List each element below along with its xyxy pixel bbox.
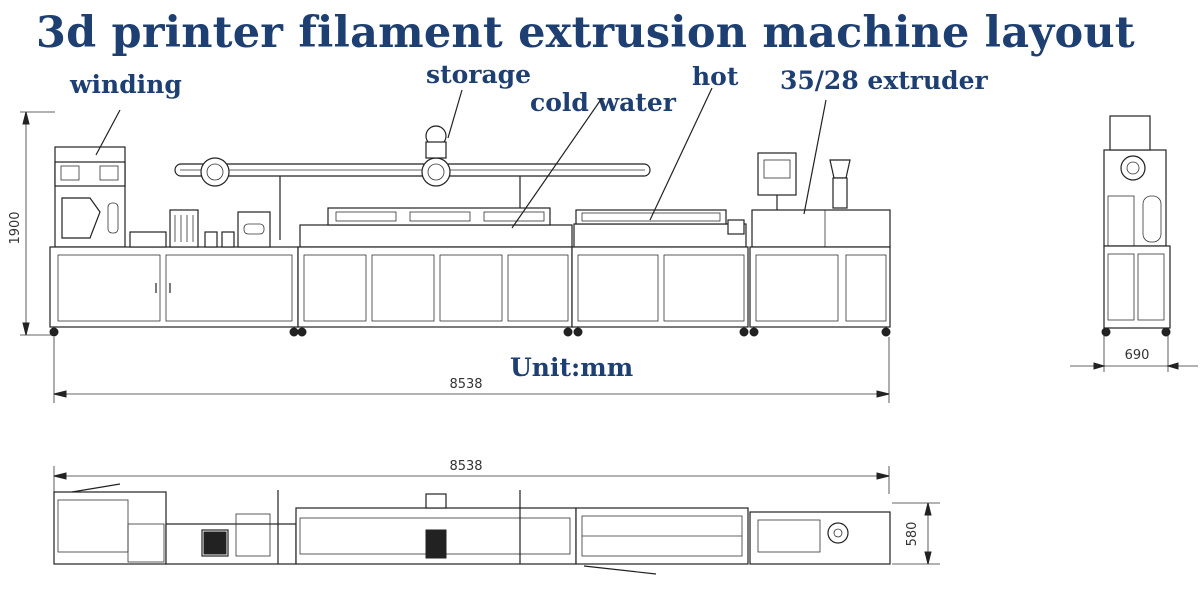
dim-width-side: 690 (1125, 348, 1150, 363)
height-dimension: 1900 (8, 111, 55, 336)
cabinet-section-1 (49, 246, 299, 337)
label-unit: Unit:mm (510, 353, 634, 382)
dim-length-top: 8538 (449, 459, 482, 474)
label-cold-water: cold water (530, 88, 676, 117)
label-extruder: 35/28 extruder (780, 66, 988, 95)
hot-water-tank (573, 87, 747, 248)
cabinet-section-2 (297, 246, 573, 337)
side-view: 690 (1070, 115, 1198, 372)
winding-unit (54, 146, 126, 248)
label-hot: hot (692, 62, 739, 91)
dim-height-front: 1900 (8, 211, 23, 244)
label-winding: winding (70, 70, 182, 99)
label-storage: storage (426, 60, 532, 89)
cabinet-section-3 (571, 246, 749, 337)
diagram-title: 3d printer filament extrusion machine la… (36, 8, 1135, 58)
front-view: 1900 (8, 87, 891, 403)
top-view: 8538 580 (53, 459, 940, 575)
cabinet-section-4 (749, 246, 891, 337)
extruder-unit (751, 99, 891, 248)
dim-depth-top: 580 (905, 522, 920, 547)
length-dimension-front: 8538 (53, 337, 890, 403)
cold-water-tank (299, 97, 603, 248)
dim-length-front: 8538 (449, 377, 482, 392)
storage-beam (174, 89, 651, 240)
